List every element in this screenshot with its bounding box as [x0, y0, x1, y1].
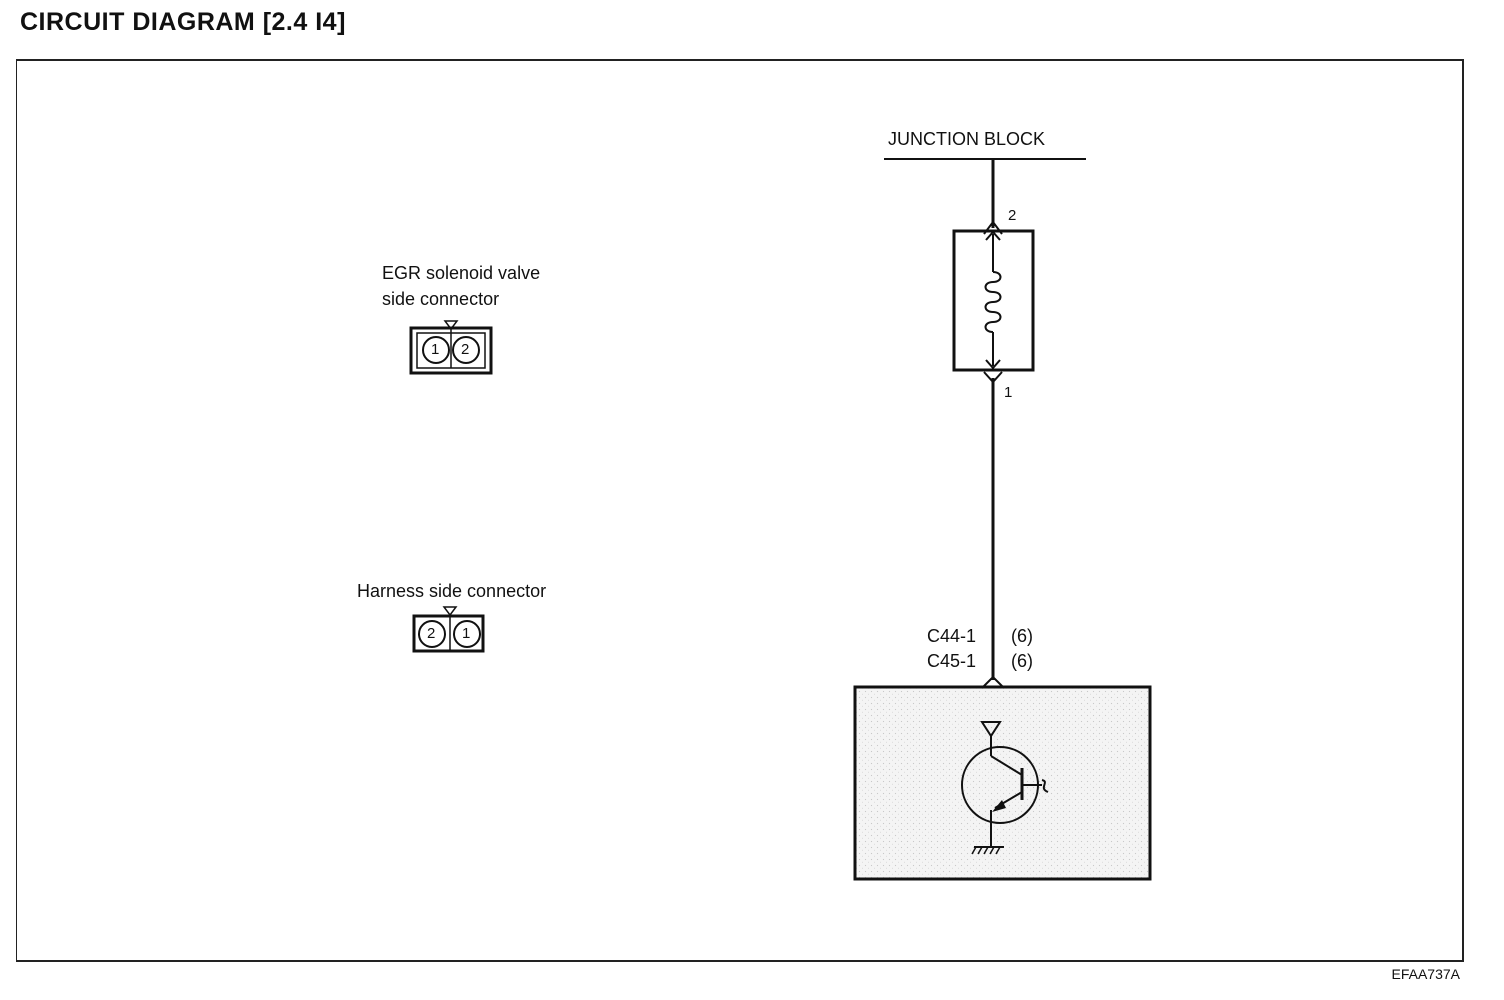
harness-pin-2: 2 [427, 625, 436, 642]
diagram-frame [16, 59, 1464, 962]
pcm-pin-c45-1: C45-1 [927, 651, 977, 671]
solenoid-pin-2-label: 2 [1008, 207, 1017, 224]
solenoid-pin-1-label: 1 [1004, 384, 1013, 401]
page-title: CIRCUIT DIAGRAM [2.4 I4] [20, 8, 346, 36]
pcm-pin-c44-1-note: (6) [1011, 626, 1033, 646]
harness-pin-1: 1 [462, 625, 471, 642]
egr-side-connector-icon [409, 320, 493, 375]
figure-code: EFAA737A [1391, 966, 1461, 982]
pcm-pin-c44-1: C44-1 [927, 626, 977, 646]
pcm-module [853, 675, 1152, 881]
transistor-driver-icon [961, 721, 1049, 846]
ground-icon [971, 846, 1004, 855]
egr-connector-label-line2: side connector [382, 289, 500, 309]
harness-connector-label: Harness side connector [357, 581, 547, 601]
solenoid-coil-icon [984, 271, 1002, 333]
egr-solenoid-valve [952, 220, 1035, 384]
egr-pin-2: 2 [461, 341, 470, 358]
pcm-pin-c45-1-note: (6) [1011, 651, 1033, 671]
junction-block-label: JUNCTION BLOCK [888, 129, 1046, 149]
harness-side-connector-icon [412, 606, 485, 653]
egr-connector-label-line1: EGR solenoid valve [382, 263, 541, 283]
egr-pin-1: 1 [431, 341, 440, 358]
